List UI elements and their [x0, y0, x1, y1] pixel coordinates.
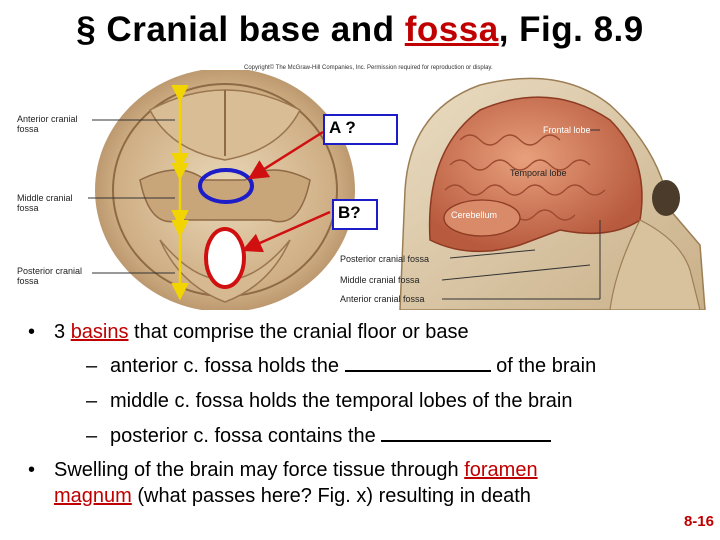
- label-line: Anterior cranial: [17, 114, 78, 124]
- bullet-text: Swelling of the brain may force tissue t…: [54, 456, 538, 484]
- bullet-swelling: • Swelling of the brain may force tissue…: [24, 456, 714, 484]
- slide-number: 8-16: [683, 513, 714, 530]
- label-line: fossa: [17, 124, 39, 134]
- text-segment: anterior c. fossa holds the: [110, 355, 345, 377]
- label-line: Posterior cranial: [17, 266, 83, 276]
- text-segment: Swelling of the brain may force tissue t…: [54, 459, 465, 481]
- sub-bullet-text: anterior c. fossa holds the of the brain: [110, 352, 596, 380]
- title-fossa-link[interactable]: fossa: [404, 10, 499, 49]
- bullet-mark: •: [28, 321, 36, 343]
- bullet-mark: •: [28, 459, 36, 481]
- bullet-swelling-cont: magnum (what passes here? Fig. x) result…: [24, 482, 714, 510]
- text-segment: (what passes here? Fig. x) resulting in …: [131, 485, 531, 507]
- magnum-link[interactable]: magnum: [54, 485, 132, 507]
- text-segment: of the brain: [490, 355, 597, 377]
- answer-blank-anterior: [344, 352, 491, 372]
- basins-link[interactable]: basins: [70, 321, 129, 343]
- label-cerebellum: Cerebellum: [451, 210, 498, 220]
- label-anterior-cranial-fossa: Anterior cranial fossa: [17, 114, 78, 134]
- slide-title: § Cranial base and fossa, Fig. 8.9: [0, 10, 720, 50]
- sub-bullet-text: posterior c. fossa contains the: [110, 422, 552, 450]
- foramen-magnum-highlight: [204, 227, 246, 289]
- sub-bullet-posterior: – posterior c. fossa contains the: [24, 422, 714, 450]
- dash-mark: –: [86, 390, 98, 412]
- bullet-text: magnum (what passes here? Fig. x) result…: [54, 482, 531, 510]
- text-segment: posterior c. fossa contains the: [110, 425, 382, 447]
- sella-highlight-circle: [198, 168, 254, 204]
- foramen-link[interactable]: foramen: [464, 459, 538, 481]
- label-temporal-lobe: Temporal lobe: [510, 168, 567, 178]
- figure-illustration: [88, 70, 706, 310]
- title-suffix: , Fig. 8.9: [498, 10, 644, 49]
- label-line: fossa: [17, 276, 39, 286]
- bullet-text: 3 basins that comprise the cranial floor…: [54, 318, 469, 346]
- cerebellum-shape: [443, 199, 521, 237]
- label-frontal-lobe: Frontal lobe: [543, 125, 591, 135]
- bullet-basins: • 3 basins that comprise the cranial flo…: [24, 318, 714, 346]
- copyright-notice: Copyright© The McGraw-Hill Companies, In…: [244, 65, 493, 71]
- label-posterior-cranial-fossa: Posterior cranial fossa: [17, 266, 82, 286]
- text-segment: 3: [54, 321, 71, 343]
- label-posterior-fossa-right: Posterior cranial fossa: [340, 254, 430, 264]
- question-box-b: B?: [332, 199, 378, 230]
- title-prefix: § Cranial base and: [76, 10, 405, 49]
- cranial-fossa-figure: Anterior cranial fossa Middle cranial fo…: [0, 70, 720, 310]
- sub-bullet-text: middle c. fossa holds the temporal lobes…: [110, 390, 573, 412]
- question-box-a: A ?: [323, 114, 398, 145]
- label-line: fossa: [17, 203, 39, 213]
- text-segment: that comprise the cranial floor or base: [128, 321, 469, 343]
- dash-mark: –: [86, 425, 98, 447]
- sub-bullet-anterior: – anterior c. fossa holds the of the bra…: [24, 352, 714, 380]
- label-anterior-fossa-right: Anterior cranial fossa: [340, 294, 425, 304]
- dash-mark: –: [86, 355, 98, 377]
- label-middle-fossa-right: Middle cranial fossa: [340, 275, 420, 285]
- label-line: Middle cranial: [17, 193, 73, 203]
- label-middle-cranial-fossa: Middle cranial fossa: [17, 193, 73, 213]
- sub-bullet-middle: – middle c. fossa holds the temporal lob…: [24, 387, 714, 415]
- answer-blank-posterior: [381, 422, 552, 442]
